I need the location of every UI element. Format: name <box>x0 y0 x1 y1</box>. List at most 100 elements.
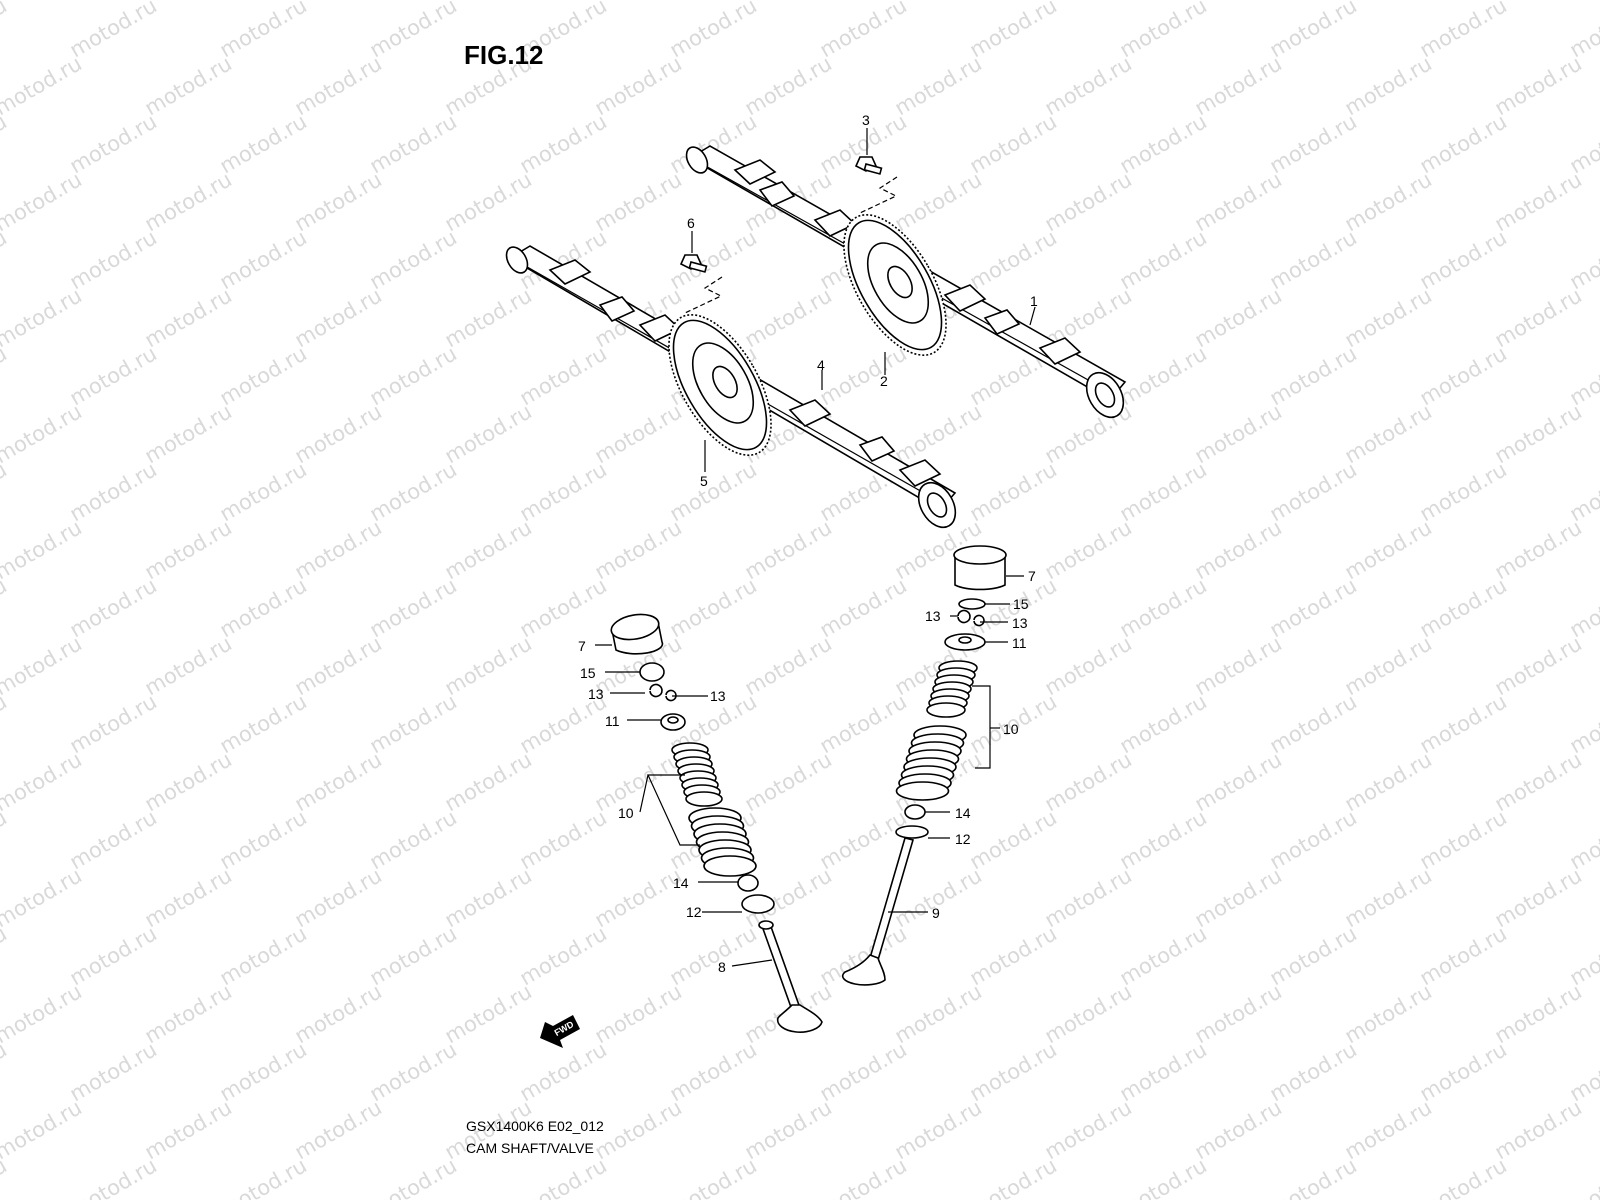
watermark-text: motod.ru <box>1266 0 1361 62</box>
watermark-text: motod.ru <box>891 167 986 236</box>
watermark-text: motod.ru <box>1191 51 1286 120</box>
retainer-11-left <box>660 713 686 731</box>
watermark-text: motod.ru <box>0 399 86 468</box>
watermark-text: motod.ru <box>591 979 686 1048</box>
watermark-text: motod.ru <box>1491 863 1586 932</box>
watermark-text: motod.ru <box>1116 457 1211 526</box>
watermark-text: motod.ru <box>141 747 236 816</box>
watermark-text: motod.ru <box>1491 515 1586 584</box>
watermark-text: motod.ru <box>1566 805 1600 874</box>
watermark-text: motod.ru <box>216 573 311 642</box>
cotter-13-right-a <box>957 609 971 624</box>
watermark-text: motod.ru <box>216 225 311 294</box>
watermark-text: motod.ru <box>1416 225 1511 294</box>
callout-7-right: 7 <box>1028 568 1036 584</box>
watermark-text: motod.ru <box>366 573 461 642</box>
watermark-text: motod.ru <box>1041 747 1136 816</box>
valve-stack-left <box>610 613 823 1033</box>
watermark-text: motod.ru <box>291 1095 386 1164</box>
watermark-text: motod.ru <box>666 457 761 526</box>
callout-8: 8 <box>718 959 726 975</box>
watermark-text: motod.ru <box>591 167 686 236</box>
watermark-text: motod.ru <box>1341 399 1436 468</box>
watermark-text: motod.ru <box>1191 399 1286 468</box>
watermark-text: motod.ru <box>891 399 986 468</box>
watermark-text: motod.ru <box>1191 631 1286 700</box>
watermark-text: motod.ru <box>216 341 311 410</box>
watermark-text: motod.ru <box>516 805 611 874</box>
watermark-text: motod.ru <box>66 109 161 178</box>
watermark-text: motod.ru <box>816 1153 911 1200</box>
valve-springs-10-left <box>671 742 757 877</box>
watermark-text: motod.ru <box>966 805 1061 874</box>
watermark-text: motod.ru <box>1341 979 1436 1048</box>
spring-seat-12-right <box>895 825 929 839</box>
watermark-text: motod.ru <box>0 805 11 874</box>
watermark-text: motod.ru <box>666 1153 761 1200</box>
watermark-text: motod.ru <box>141 399 236 468</box>
watermark-text: motod.ru <box>1341 515 1436 584</box>
watermark-text: motod.ru <box>591 51 686 120</box>
watermark-text: motod.ru <box>1191 1095 1286 1164</box>
callout-10-right: 10 <box>1003 721 1019 737</box>
valve-springs-10-right <box>895 660 978 801</box>
watermark-text: motod.ru <box>1041 631 1136 700</box>
watermark-text: motod.ru <box>1491 399 1586 468</box>
watermark-text: motod.ru <box>0 1037 11 1106</box>
spring-coil <box>703 855 757 877</box>
watermark-text: motod.ru <box>891 863 986 932</box>
callout-14-left: 14 <box>673 875 689 891</box>
watermark-text: motod.ru <box>0 225 11 294</box>
watermark-text: motod.ru <box>516 341 611 410</box>
watermark-text: motod.ru <box>1566 341 1600 410</box>
watermark-text: motod.ru <box>216 0 311 62</box>
watermark-text: motod.ru <box>66 1037 161 1106</box>
watermark-text: motod.ru <box>1266 921 1361 990</box>
watermark-text: motod.ru <box>366 689 461 758</box>
watermark-text: motod.ru <box>366 1037 461 1106</box>
watermark-text: motod.ru <box>1491 283 1586 352</box>
watermark-text: motod.ru <box>216 689 311 758</box>
watermark-text: motod.ru <box>591 1095 686 1164</box>
watermark-text: motod.ru <box>1491 51 1586 120</box>
watermark-text: motod.ru <box>816 573 911 642</box>
watermark-text: motod.ru <box>141 863 236 932</box>
watermark-text: motod.ru <box>366 805 461 874</box>
watermark-text: motod.ru <box>1266 1153 1361 1200</box>
watermark-text: motod.ru <box>441 863 536 932</box>
watermark-text: motod.ru <box>1416 921 1511 990</box>
spring-coil <box>895 781 950 801</box>
watermark-text: motod.ru <box>0 747 86 816</box>
valve-8 <box>758 920 823 1033</box>
watermark-text: motod.ru <box>141 515 236 584</box>
callout-9: 9 <box>932 905 940 921</box>
watermark-text: motod.ru <box>141 631 236 700</box>
callout-11-left: 11 <box>605 713 620 729</box>
callout-1: 1 <box>1030 293 1038 309</box>
watermark-text: motod.ru <box>1266 457 1361 526</box>
watermark-text: motod.ru <box>291 979 386 1048</box>
watermark-text: motod.ru <box>1116 109 1211 178</box>
watermark-text: motod.ru <box>0 0 11 62</box>
watermark-text: motod.ru <box>66 921 161 990</box>
watermark-text: motod.ru <box>516 921 611 990</box>
watermark-text: motod.ru <box>1566 921 1600 990</box>
watermark-text: motod.ru <box>666 0 761 62</box>
watermark-text: motod.ru <box>0 0 86 4</box>
watermark-text: motod.ru <box>1191 747 1286 816</box>
watermark-text: motod.ru <box>441 747 536 816</box>
watermark-text: motod.ru <box>1341 747 1436 816</box>
callout-15-right: 15 <box>1013 596 1029 612</box>
spring-seat-12-left <box>741 894 775 914</box>
tappet-7-left <box>610 613 664 655</box>
watermark-text: motod.ru <box>0 689 11 758</box>
watermark-text: motod.ru <box>0 863 86 932</box>
watermark-text: motod.ru <box>1416 573 1511 642</box>
watermark-text: motod.ru <box>0 515 86 584</box>
watermark-text: motod.ru <box>1341 51 1436 120</box>
watermark-text: motod.ru <box>1566 1153 1600 1200</box>
watermark-text: motod.ru <box>966 0 1061 62</box>
watermark-text: motod.ru <box>216 457 311 526</box>
